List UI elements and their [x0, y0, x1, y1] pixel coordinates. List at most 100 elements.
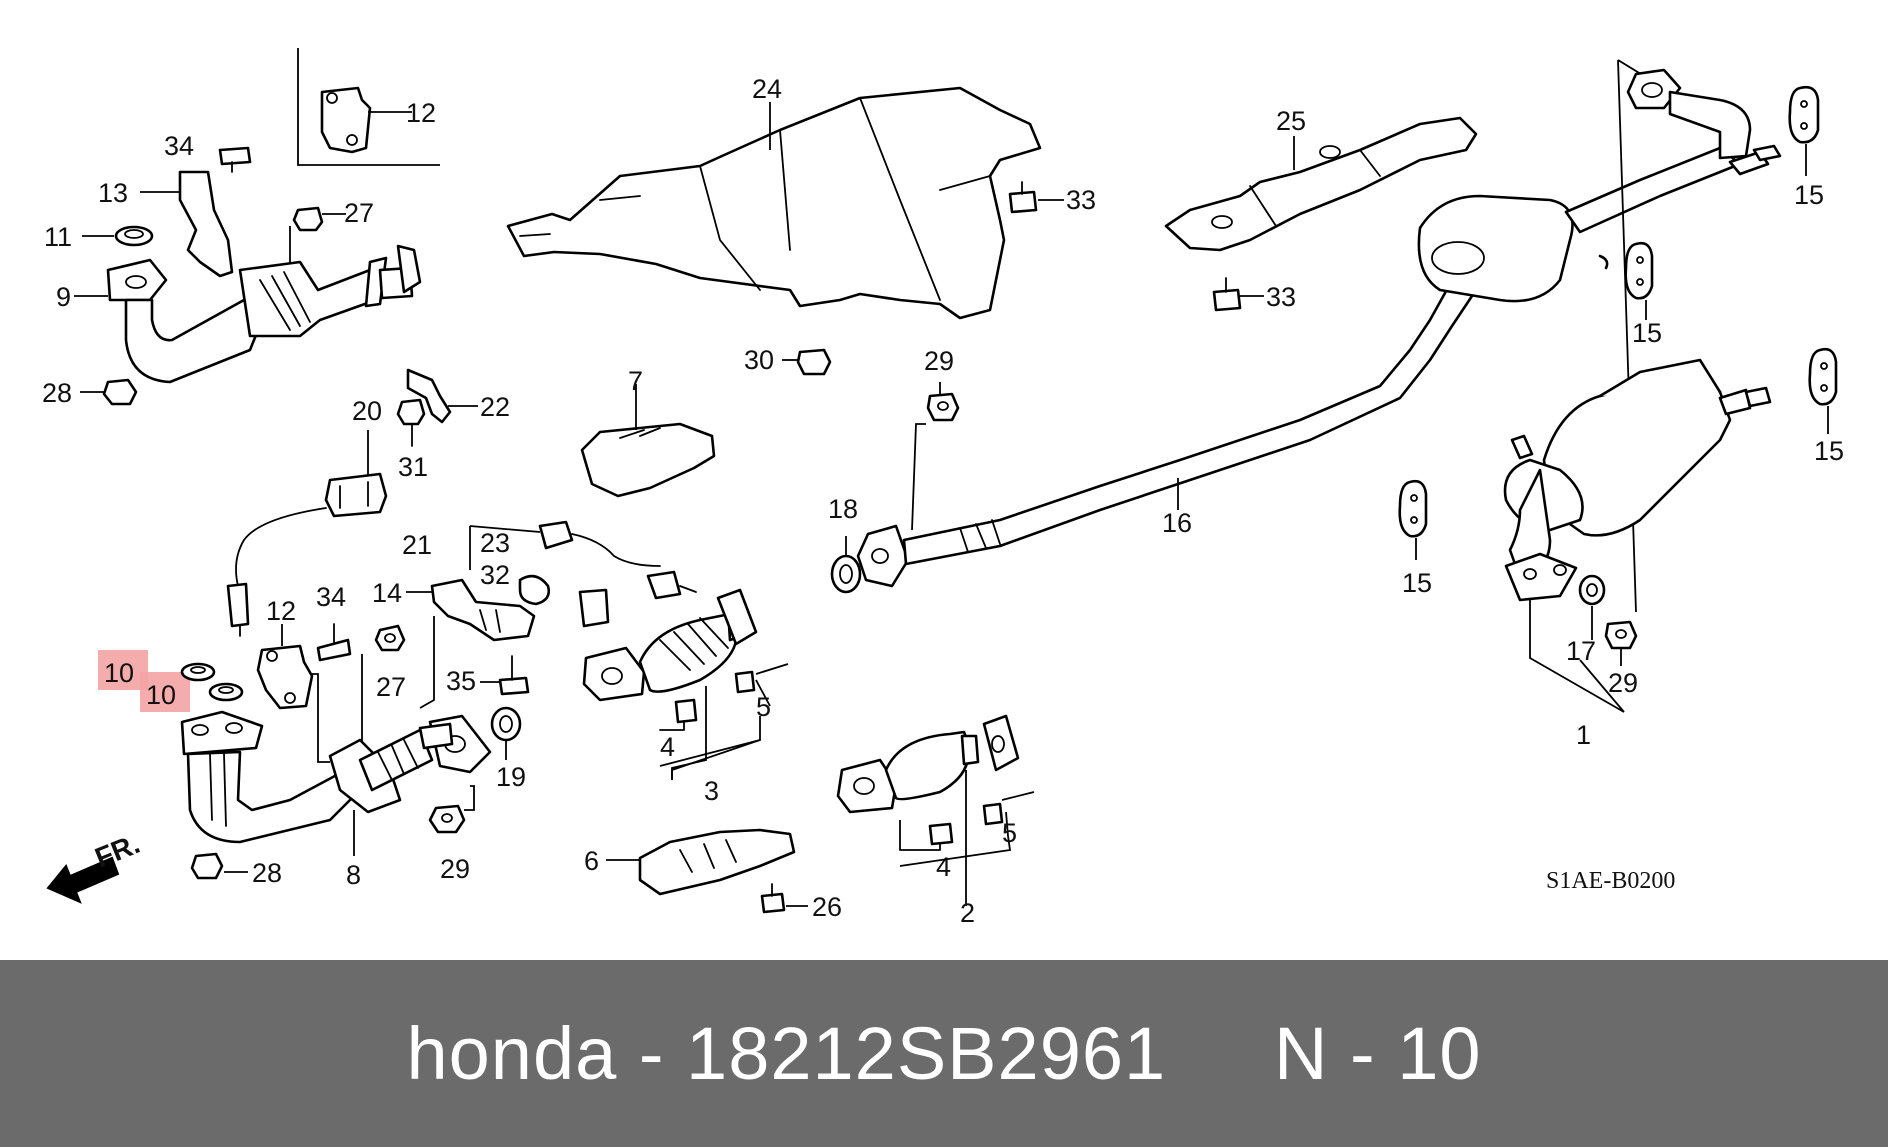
- callout-29-middle: 29: [924, 346, 954, 376]
- footer-bar: honda - 18212SB2961 N - 10: [0, 960, 1888, 1147]
- part-20-oxygen-sensor: [226, 430, 388, 637]
- callout-34-lower: 34: [316, 582, 346, 612]
- part-34-bolt-upper: [218, 146, 252, 173]
- callout-10-b: 10: [146, 680, 176, 710]
- part-4-bolt-a: [659, 698, 698, 731]
- part-number: 18212SB2961: [686, 1012, 1167, 1095]
- callout-25: 25: [1276, 106, 1306, 136]
- callout-15-top: 15: [1794, 180, 1824, 210]
- part-17-gasket: [1578, 574, 1606, 640]
- callout-28-lower: 28: [252, 858, 282, 888]
- direction-label: FR.: [91, 828, 144, 874]
- part-7-heat-shield: [580, 384, 716, 498]
- part-33-bolt-upper: [1008, 181, 1064, 214]
- front-direction-arrow: FR.: [46, 828, 144, 904]
- callout-3: 3: [704, 776, 719, 806]
- part-3-catalytic-converter: [582, 588, 758, 780]
- callout-32: 32: [480, 560, 510, 590]
- brand-name: honda: [406, 1012, 618, 1095]
- part-1-muffler: [1503, 59, 1782, 713]
- part-35-bolt: [480, 655, 530, 696]
- callout-27-lower: 27: [376, 672, 406, 702]
- part-13-bracket: [140, 170, 234, 278]
- part-29-nut-right: [1604, 620, 1638, 666]
- part-15-hanger-d: [1398, 479, 1428, 560]
- callout-27-upper: 27: [344, 198, 374, 228]
- part-32-clip: [518, 574, 551, 606]
- brand-separator: -: [617, 1012, 687, 1095]
- part-5-bolt-b: [982, 791, 1035, 837]
- highlight-box-10b: [140, 672, 190, 712]
- exploded-parts-diagram: FR. 12 34 13 27 11 9 28 24 33 30 25 33 1…: [42, 48, 1845, 928]
- part-2-catalytic-converter: [836, 714, 1020, 906]
- callout-16: 16: [1162, 508, 1192, 538]
- callout-5-a: 5: [756, 692, 771, 722]
- part-23-oxygen-sensor: [469, 520, 697, 600]
- callout-2: 2: [960, 898, 975, 928]
- part-24-heat-shield: [506, 86, 1042, 320]
- callout-7: 7: [628, 366, 643, 396]
- part-4-bolt-b: [899, 820, 954, 851]
- callout-4-b: 4: [936, 852, 951, 882]
- part-31-nut: [396, 398, 426, 447]
- part-30-nut: [782, 348, 832, 376]
- part-10-gasket-a: [180, 662, 216, 682]
- part-8-exhaust-pipe-b: [180, 710, 492, 856]
- callout-33-lower: 33: [1266, 282, 1296, 312]
- footer-gap: [1166, 1011, 1274, 1096]
- callout-23: 23: [480, 528, 510, 558]
- part-34-bolt-lower: [316, 623, 352, 662]
- part-14-bracket: [406, 578, 536, 709]
- callout-13: 13: [98, 178, 128, 208]
- callout-11: 11: [44, 222, 72, 252]
- part-29-nut-left: [428, 785, 475, 834]
- callout-15-right: 15: [1814, 436, 1844, 466]
- part-29-nut-middle: [911, 382, 960, 531]
- reference-number: 10: [1397, 1012, 1482, 1095]
- part-10-gasket-b: [208, 682, 244, 702]
- part-15-hanger-b: [1624, 241, 1654, 320]
- callout-22: 22: [480, 392, 510, 422]
- callout-10-a: 10: [104, 658, 134, 688]
- callout-35: 35: [446, 666, 476, 696]
- part-15-hanger-a: [1788, 85, 1820, 176]
- part-12-bracket: [256, 624, 330, 763]
- callout-5-b: 5: [1002, 818, 1017, 848]
- part-33-bolt-lower: [1212, 277, 1264, 312]
- callout-1: 1: [1576, 720, 1591, 750]
- callout-9: 9: [56, 282, 71, 312]
- part-5-bolt-a: [734, 663, 789, 707]
- callout-29-right: 29: [1608, 668, 1638, 698]
- diagram-code: S1AE-B0200: [1546, 868, 1675, 894]
- part-22-clamp: [406, 368, 478, 424]
- callout-20: 20: [352, 396, 382, 426]
- callout-18: 18: [828, 494, 858, 524]
- highlight-box-10a: [98, 650, 148, 690]
- part-25-heat-shield: [1164, 116, 1478, 252]
- callout-26: 26: [812, 892, 842, 922]
- part-26-bolt: [760, 883, 808, 914]
- callout-33-upper: 33: [1066, 185, 1096, 215]
- reference-prefix: N -: [1273, 1012, 1398, 1095]
- part-28-nut-upper: [80, 378, 138, 406]
- callout-12-inset: 12: [406, 98, 436, 128]
- callout-28-upper: 28: [42, 378, 72, 408]
- callout-12: 12: [266, 596, 296, 626]
- callout-15-middle: 15: [1632, 318, 1662, 348]
- callout-8: 8: [346, 860, 361, 890]
- callout-21: 21: [402, 530, 432, 560]
- callout-4-a: 4: [660, 732, 675, 762]
- part-18-gasket: [830, 536, 862, 594]
- callout-19: 19: [496, 762, 526, 792]
- callout-29-left: 29: [440, 854, 470, 884]
- callout-14: 14: [372, 578, 402, 608]
- callout-30: 30: [744, 345, 774, 375]
- part-6-heat-shield: [606, 828, 796, 896]
- callout-31: 31: [398, 452, 428, 482]
- callout-15-left: 15: [1402, 568, 1432, 598]
- part-12-bracket-inset: [320, 86, 412, 154]
- part-19-gasket: [490, 706, 522, 760]
- callout-24: 24: [752, 74, 782, 104]
- callout-6: 6: [584, 846, 599, 876]
- part-16-exhaust-pipe-c: [856, 146, 1742, 588]
